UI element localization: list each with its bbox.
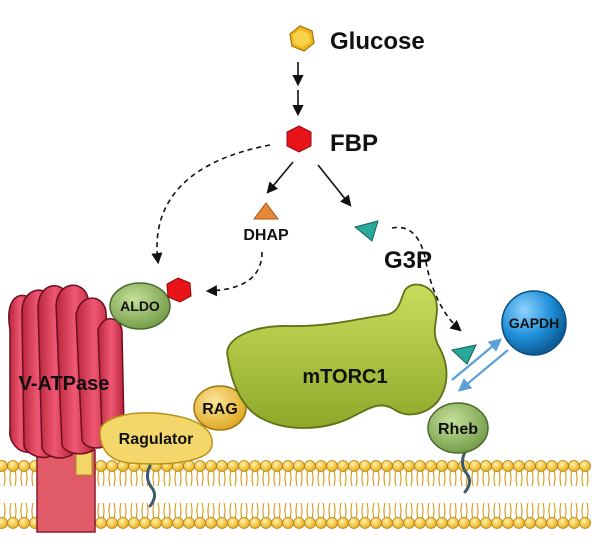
fbp-molecule: FBP (286, 125, 378, 157)
dhap-molecule: DHAP (243, 202, 289, 244)
rag-label: RAG (202, 401, 238, 418)
fbp-bound-to-aldo (166, 277, 192, 303)
rag-protein: RAG (193, 385, 247, 431)
glucose-molecule: Glucose (289, 25, 425, 55)
exchange-arrows (451, 338, 509, 392)
g3p-label: G3P (384, 247, 432, 274)
v-atpase-complex: V-ATPase (8, 284, 125, 533)
g3p-bound-molecule (450, 344, 477, 365)
arrow-dhap-to-aldo (205, 251, 263, 297)
lipid-bilayer-membrane (0, 450, 591, 529)
arrow-fbp-to-g3p (317, 164, 352, 207)
rheb-label: Rheb (438, 421, 478, 438)
rheb-protein: Rheb (427, 402, 489, 454)
aldo-enzyme: ALDO (109, 282, 171, 330)
fbp-label: FBP (330, 130, 378, 157)
g3p-molecule: G3P (353, 220, 432, 274)
v-atpase-label: V-ATPase (19, 373, 110, 395)
glucose-label: Glucose (330, 28, 425, 55)
ragulator-complex: Ragulator (99, 412, 213, 465)
gapdh-enzyme: GAPDH (501, 290, 567, 356)
arrow-fbp-to-dhap (266, 161, 294, 194)
ragulator-label: Ragulator (119, 431, 194, 448)
gapdh-label: GAPDH (509, 315, 560, 331)
dhap-label: DHAP (243, 227, 289, 244)
aldo-label: ALDO (120, 298, 160, 314)
arrow-g3p-to-gapdh-site (391, 226, 462, 332)
mtorc1-label: mTORC1 (302, 366, 387, 388)
mtorc1-complex: mTORC1 (226, 283, 448, 429)
arrow-fbp-to-aldo (151, 144, 271, 265)
